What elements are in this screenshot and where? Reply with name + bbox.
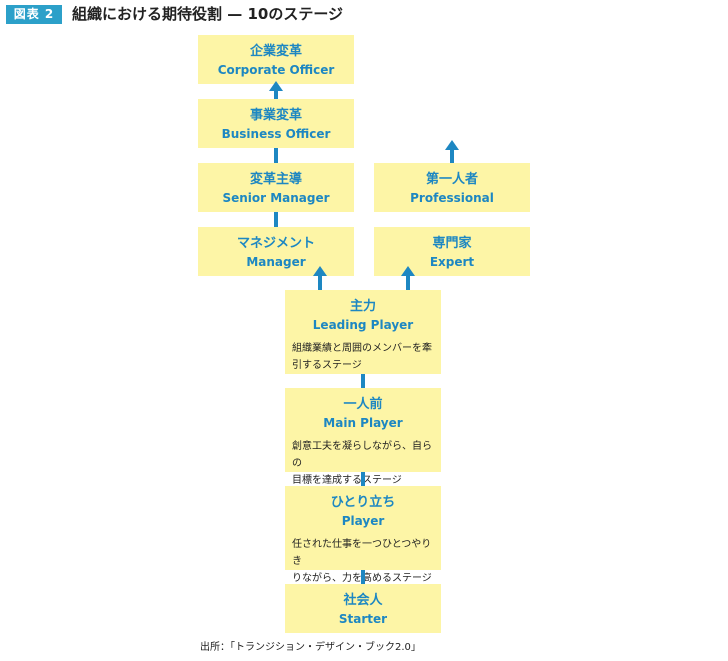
stage-senior-manager: 変革主導 Senior Manager [198, 163, 354, 212]
stage-description-line: 引するステージ [292, 360, 362, 371]
stage-en-label: Main Player [323, 416, 403, 430]
stage-en-label: Starter [338, 612, 388, 626]
connector-line [361, 472, 365, 486]
figure-title: 組織における期待役割 — 10のステージ [72, 5, 344, 23]
stage-jp-label: ひとり立ち [330, 495, 396, 510]
stage-description-line: 任された仕事を一つひとつやりき [292, 539, 432, 567]
stage-description: 組織業績と周囲のメンバーを牽 引するステージ [285, 334, 441, 374]
arrow-up-icon [401, 266, 415, 276]
connector-line [361, 570, 365, 584]
stage-leading-player: 主力 Leading Player 組織業績と周囲のメンバーを牽 引するステージ [285, 290, 441, 374]
figure-label-badge: 図表 2 [6, 5, 62, 24]
stage-en-label: Senior Manager [222, 191, 330, 205]
arrow-up-icon [269, 81, 283, 91]
connector-line [274, 148, 278, 163]
stage-description: 創意工夫を凝らしながら、自らの 目標を達成するステージ [285, 432, 441, 489]
stage-en-label: Leading Player [312, 318, 414, 332]
stage-jp-label: 事業変革 [249, 108, 302, 123]
stage-business-officer: 事業変革 Business Officer [198, 99, 354, 148]
arrow-up-icon [313, 266, 327, 276]
stage-jp-label: 社会人 [343, 593, 383, 608]
stage-starter: 社会人 Starter [285, 584, 441, 633]
stage-player: ひとり立ち Player 任された仕事を一つひとつやりき りながら、力を高めるス… [285, 486, 441, 584]
stage-en-label: Corporate Officer [217, 63, 335, 77]
stage-en-label: Player [341, 514, 385, 528]
connector-line [274, 90, 278, 99]
arrow-up-icon [445, 140, 459, 150]
stage-jp-label: マネジメント [236, 236, 315, 251]
stage-jp-label: 専門家 [432, 236, 472, 251]
connector-line [450, 149, 454, 163]
stage-en-label: Professional [410, 191, 494, 205]
connector-line [406, 275, 410, 290]
stage-jp-label: 企業変革 [249, 44, 302, 59]
source-note: 出所：「トランジション・デザイン・ブック2.0」 [200, 642, 421, 653]
stage-professional: 第一人者 Professional [374, 163, 530, 212]
connector-line [318, 275, 322, 290]
connector-line [274, 212, 278, 227]
stage-corporate-officer: 企業変革 Corporate Officer [198, 35, 354, 84]
stage-main-player: 一人前 Main Player 創意工夫を凝らしながら、自らの 目標を達成するス… [285, 388, 441, 486]
connector-line [361, 374, 365, 388]
stage-description-line: 目標を達成するステージ [292, 475, 402, 486]
stage-manager: マネジメント Manager [198, 227, 354, 276]
stage-description-line: 組織業績と周囲のメンバーを牽 [292, 343, 432, 354]
stage-jp-label: 変革主導 [249, 172, 302, 187]
stage-en-label: Manager [246, 255, 306, 269]
stage-en-label: Expert [429, 255, 475, 269]
stage-description-line: 創意工夫を凝らしながら、自らの [292, 441, 432, 469]
stage-jp-label: 主力 [349, 299, 376, 314]
stage-jp-label: 一人前 [343, 397, 383, 412]
stage-expert: 専門家 Expert [374, 227, 530, 276]
stage-jp-label: 第一人者 [425, 172, 478, 187]
stage-en-label: Business Officer [221, 127, 331, 141]
